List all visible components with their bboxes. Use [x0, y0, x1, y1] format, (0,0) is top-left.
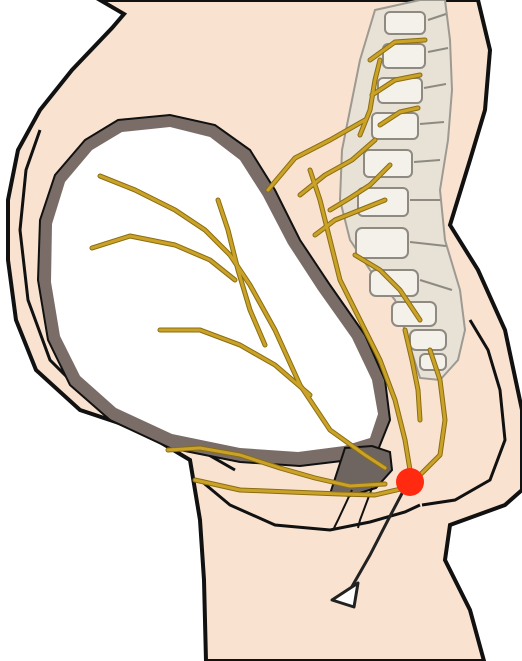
block-site-marker [396, 468, 424, 496]
